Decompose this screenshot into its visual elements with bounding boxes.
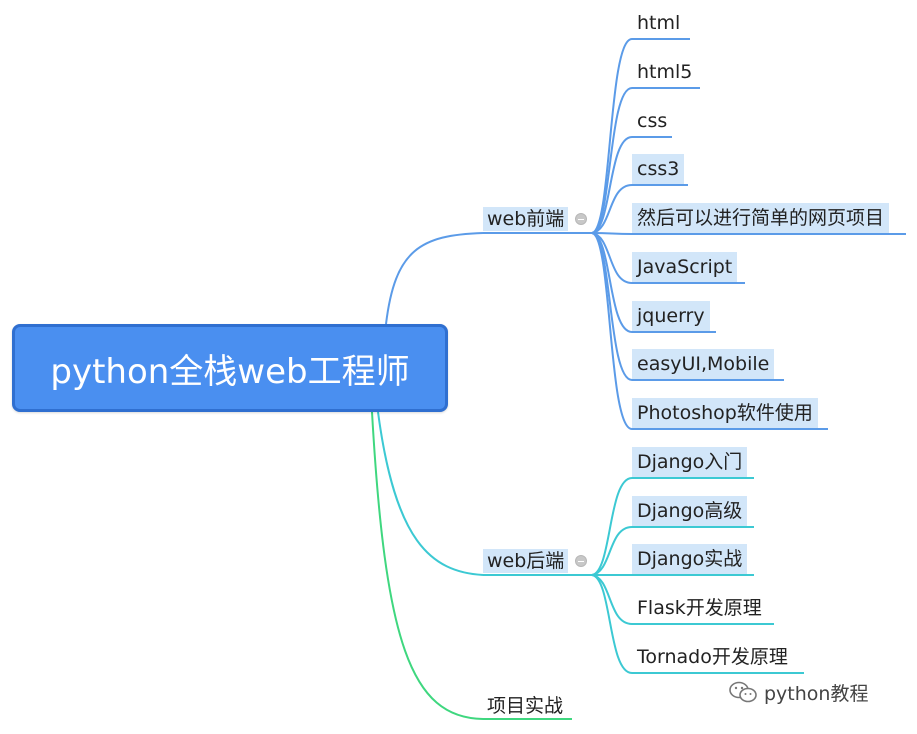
leaf-tornado[interactable]: Tornado开发原理	[637, 646, 788, 668]
backend-connectors	[591, 477, 633, 674]
connector-css3	[591, 184, 633, 234]
leaf-javascript[interactable]: JavaScript	[632, 252, 738, 282]
connector-css	[591, 136, 633, 234]
watermark: python教程	[728, 677, 868, 707]
branch-web-frontend[interactable]: web前端	[483, 207, 569, 231]
connector-flask	[591, 574, 633, 625]
branch-project-practice[interactable]: 项目实战	[487, 695, 564, 717]
leaf-simple-web-project[interactable]: 然后可以进行简单的网页项目	[632, 203, 890, 233]
leaf-css3[interactable]: css3	[632, 154, 685, 184]
leaf-django-advanced[interactable]: Django高级	[632, 496, 748, 526]
watermark-text: python教程	[764, 682, 869, 705]
leaf-django-practice[interactable]: Django实战	[632, 544, 748, 574]
leaf-css[interactable]: css	[637, 110, 668, 132]
frontend-underlines	[632, 38, 906, 430]
leaf-jquerry[interactable]: jquerry	[632, 301, 710, 331]
wechat-icon	[729, 681, 757, 703]
connector-html5	[591, 87, 633, 234]
leaf-easyui-mobile[interactable]: easyUI,Mobile	[632, 349, 775, 379]
connector-root-backend	[377, 411, 484, 576]
connector-tornado	[591, 574, 633, 674]
root-node[interactable]: python全栈web工程师	[12, 324, 448, 412]
connector-django-advanced	[591, 526, 633, 576]
leaf-django-intro[interactable]: Django入门	[632, 447, 748, 477]
connector-simple-project	[591, 232, 633, 235]
connector-root-frontend	[385, 232, 484, 325]
collapse-icon[interactable]	[575, 213, 587, 225]
connector-root-project	[371, 411, 484, 720]
backend-underlines	[632, 477, 804, 674]
branch-web-backend[interactable]: web后端	[483, 549, 569, 573]
frontend-connectors	[591, 38, 633, 430]
connector-django-intro	[591, 477, 633, 576]
connector-photoshop	[591, 232, 633, 430]
connector-easyui	[591, 232, 633, 381]
leaf-html[interactable]: html	[637, 12, 681, 34]
leaf-html5[interactable]: html5	[637, 61, 693, 83]
leaf-flask[interactable]: Flask开发原理	[637, 597, 762, 619]
leaf-photoshop[interactable]: Photoshop软件使用	[632, 398, 818, 428]
collapse-icon[interactable]	[575, 555, 587, 567]
